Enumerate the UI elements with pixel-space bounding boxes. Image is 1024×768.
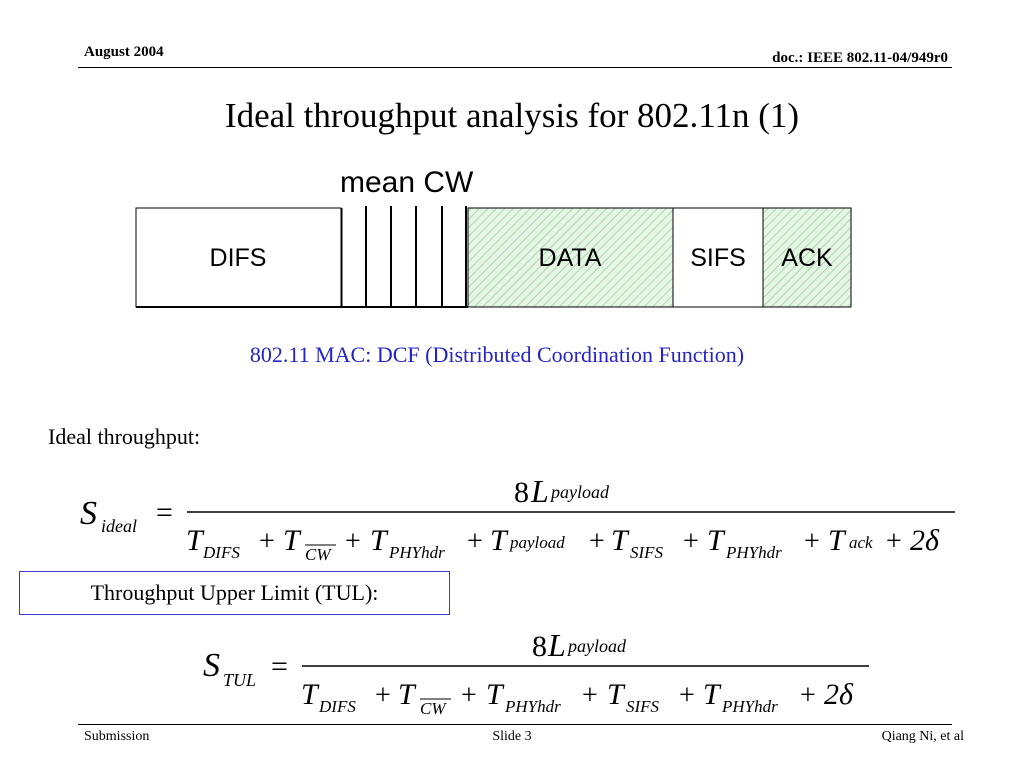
tul-term-sifs-sub: SIFS xyxy=(626,697,660,716)
ideal-num-var: L xyxy=(530,473,549,509)
ideal-plus-7: + xyxy=(886,526,902,557)
ideal-plus-6: + xyxy=(804,526,820,557)
ideal-term-phy1-var: T xyxy=(370,524,389,557)
tul-num-var: L xyxy=(547,627,566,663)
tul-term-difs-sub: DIFS xyxy=(318,697,356,716)
ideal-plus-4: + xyxy=(589,526,605,557)
tul-term-phy1-var: T xyxy=(486,678,505,711)
header-date: August 2004 xyxy=(84,44,164,60)
tul-term-sifs-var: T xyxy=(607,678,626,711)
ideal-term-difs-sub: DIFS xyxy=(202,543,240,562)
tul-tail: 2δ xyxy=(824,678,854,711)
ideal-term-phy2-sub: PHYhdr xyxy=(725,543,782,562)
tul-lhs-sub: TUL xyxy=(223,670,256,690)
ideal-num-sub: payload xyxy=(549,482,610,502)
header-rule xyxy=(78,67,952,68)
ideal-term-difs-var: T xyxy=(186,524,205,557)
ideal-term-cw-sub: CW xyxy=(305,545,332,564)
tul-num-sub: payload xyxy=(566,636,627,656)
tul-plus-5: + xyxy=(800,680,816,711)
sifs-label: SIFS xyxy=(690,244,746,272)
mean-cw-label: mean CW xyxy=(340,166,474,199)
ideal-term-payload-sub: payload xyxy=(509,533,565,552)
ideal-plus-2: + xyxy=(345,526,361,557)
tul-num-coef: 8 xyxy=(532,630,547,663)
ideal-term-sifs-sub: SIFS xyxy=(630,543,664,562)
ideal-lhs: S xyxy=(80,495,97,532)
slide-title: Ideal throughput analysis for 802.11n (1… xyxy=(224,96,800,135)
ideal-tail: 2δ xyxy=(910,524,940,557)
tul-term-cw-sub: CW xyxy=(420,699,447,718)
ideal-term-phy1-sub: PHYhdr xyxy=(388,543,445,562)
tul-term-phy1-sub: PHYhdr xyxy=(504,697,561,716)
tul-plus-2: + xyxy=(461,680,477,711)
tul-term-cw-var: T xyxy=(398,678,417,711)
tul-equals: = xyxy=(271,650,288,683)
tul-term-phy2-sub: PHYhdr xyxy=(721,697,778,716)
tul-plus-3: + xyxy=(582,680,598,711)
ideal-term-ack-sub: ack xyxy=(849,533,873,552)
footer-author: Qiang Ni, et al xyxy=(881,729,964,744)
diagram-caption: 802.11 MAC: DCF (Distributed Coordinatio… xyxy=(249,342,745,367)
ideal-term-cw-var: T xyxy=(283,524,302,557)
data-label: DATA xyxy=(539,244,602,272)
ideal-plus-5: + xyxy=(683,526,699,557)
sifs-block xyxy=(672,207,764,308)
ideal-term-payload-var: T xyxy=(490,524,509,557)
ack-block xyxy=(762,207,852,308)
ideal-term-phy2-var: T xyxy=(707,524,726,557)
ack-label: ACK xyxy=(781,244,833,272)
ideal-plus-1: + xyxy=(259,526,275,557)
tul-term-phy2-var: T xyxy=(703,678,722,711)
tul-term-difs-var: T xyxy=(301,678,320,711)
header-doc-id: doc.: IEEE 802.11-04/949r0 xyxy=(772,50,948,66)
tul-label-box: Throughput Upper Limit (TUL): xyxy=(19,571,450,615)
ideal-lhs-sub: ideal xyxy=(101,516,137,536)
tul-plus-1: + xyxy=(375,680,391,711)
cw-slots xyxy=(136,206,468,308)
tul-lhs: S xyxy=(203,647,220,684)
ideal-term-ack-var: T xyxy=(828,524,847,557)
data-block xyxy=(467,207,674,308)
ideal-num-coef: 8 xyxy=(514,476,529,509)
ideal-term-sifs-var: T xyxy=(611,524,630,557)
footer-slide-number: Slide 3 xyxy=(492,729,532,744)
difs-block xyxy=(135,207,342,308)
footer-submission: Submission xyxy=(84,729,150,744)
tul-plus-4: + xyxy=(679,680,695,711)
ideal-throughput-label: Ideal throughput: xyxy=(48,424,201,449)
ideal-equals: = xyxy=(156,496,173,529)
footer-rule xyxy=(78,724,952,725)
difs-label: DIFS xyxy=(210,244,267,272)
ideal-plus-3: + xyxy=(467,526,483,557)
